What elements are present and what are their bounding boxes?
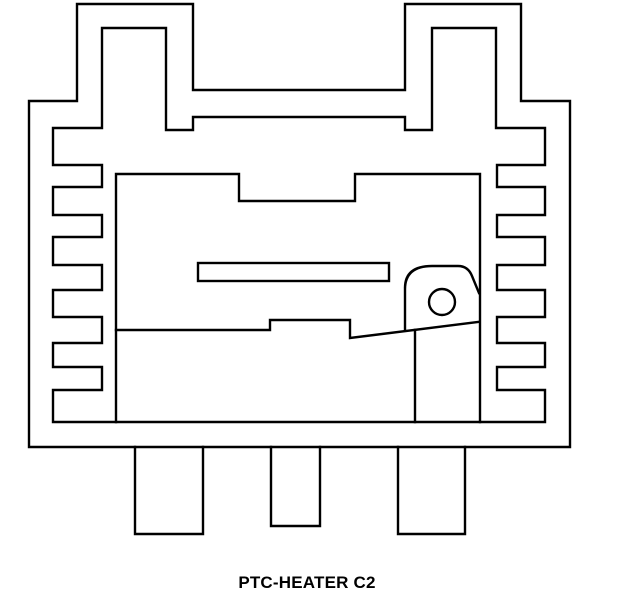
diagram-caption: PTC-HEATER C2: [238, 573, 376, 592]
terminal-cavity: [114, 172, 482, 424]
cavity-divider: [114, 318, 480, 340]
connector-housing-inner: [51, 26, 547, 424]
pin-center: [269, 445, 322, 528]
terminal-slot: [196, 261, 391, 283]
pin-right: [396, 445, 467, 536]
pin-left: [133, 445, 205, 536]
locking-latch: [403, 264, 481, 332]
connector-housing-outer: [27, 2, 572, 449]
latch-hole: [427, 287, 457, 317]
